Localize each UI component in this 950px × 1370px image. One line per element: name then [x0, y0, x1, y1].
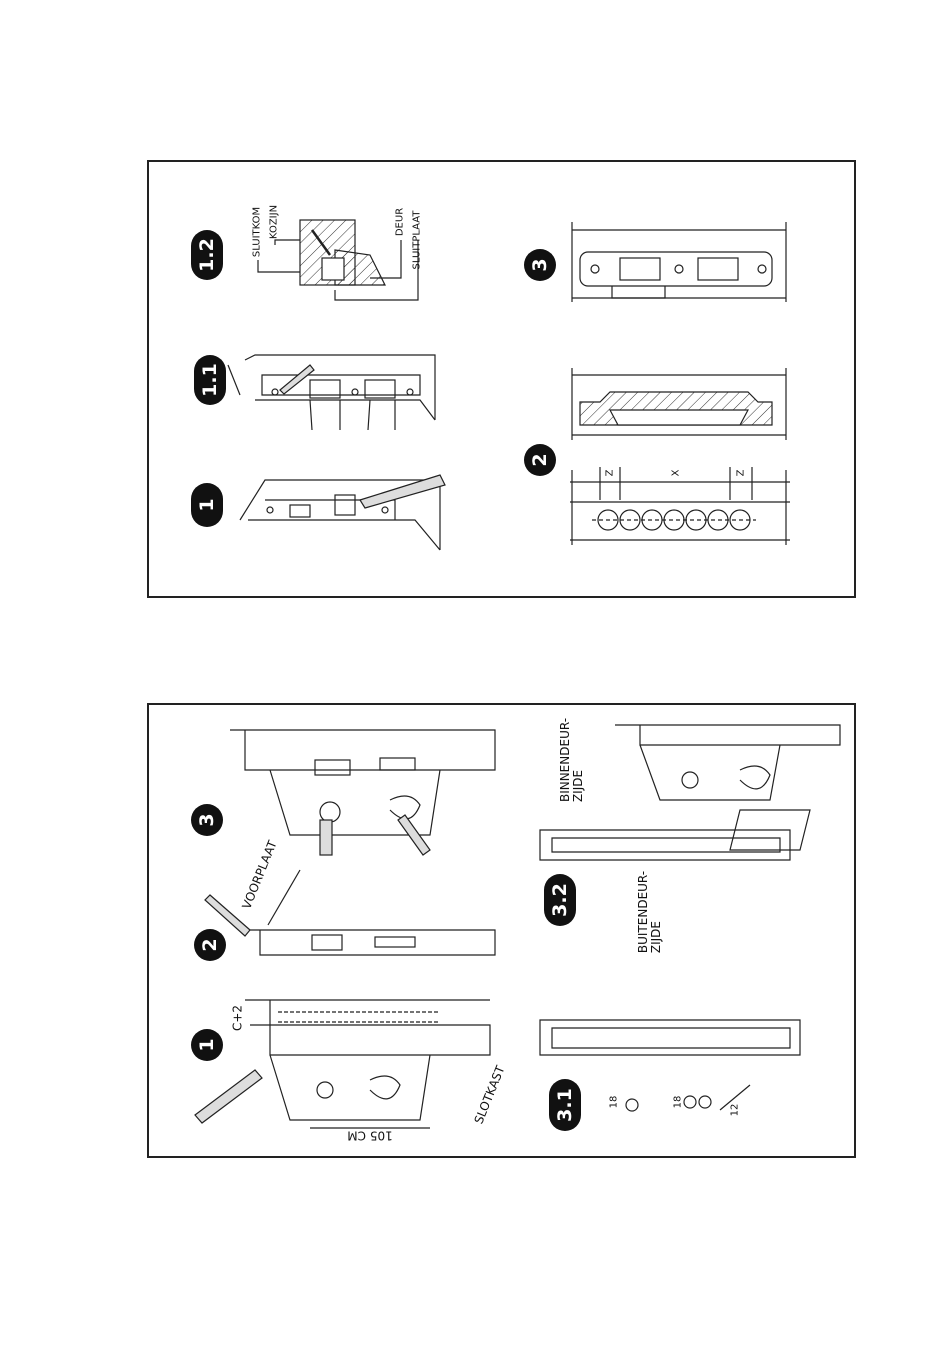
step-badge-2: 2	[194, 929, 226, 961]
bottom-step-3-drawing	[230, 729, 496, 856]
step-badge-3: 3	[191, 804, 223, 836]
dimension-18-b: 18	[672, 1095, 684, 1109]
dimension-x: X	[670, 469, 682, 477]
installation-panel-frame	[147, 160, 856, 598]
bottom-step-2-drawing	[204, 869, 496, 956]
bottom-step-1-drawing	[194, 999, 491, 1129]
label-sluitplaat: SLUITPLAAT	[411, 210, 423, 270]
dimension-z-right: Z	[735, 469, 747, 477]
label-binnendeur-zijde: BINNENDEUR- ZIJDE	[558, 717, 585, 803]
step-badge-1-2: 1.2	[191, 230, 223, 280]
step-badge-1: 1	[191, 483, 223, 527]
step-badge-3-2: 3.2	[544, 874, 576, 926]
dimension-z-left: Z	[604, 469, 616, 477]
step-badge-3: 3	[524, 249, 556, 281]
step-badge-1: 1	[191, 1029, 223, 1061]
mounting-panel-frame	[147, 703, 856, 1158]
step-badge-2: 2	[524, 444, 556, 476]
bottom-step-3-2-drawing	[539, 724, 841, 861]
dimension-18-a: 18	[608, 1095, 620, 1109]
step-3-drawing	[571, 222, 787, 302]
step-1-drawing	[239, 474, 446, 551]
step-badge-3-1: 3.1	[549, 1079, 581, 1131]
label-sluitkom: SLUITKOM	[251, 206, 263, 258]
label-c-plus-2: C+2	[230, 1004, 245, 1032]
step-1-2-drawing	[257, 219, 419, 301]
dimension-12: 12	[729, 1103, 741, 1117]
label-105-cm: 105 CM	[347, 1128, 393, 1143]
label-buitendeur-zijde: BUITENDEUR- ZIJDE	[636, 870, 663, 954]
label-kozijn: KOZIJN	[268, 204, 280, 240]
step-badge-1-1: 1.1	[194, 355, 226, 405]
step-1-1-drawing	[227, 354, 436, 431]
label-deur: DEUR	[394, 207, 406, 237]
step-2-drawing	[570, 368, 790, 545]
bottom-step-3-1-drawing	[539, 1019, 801, 1112]
